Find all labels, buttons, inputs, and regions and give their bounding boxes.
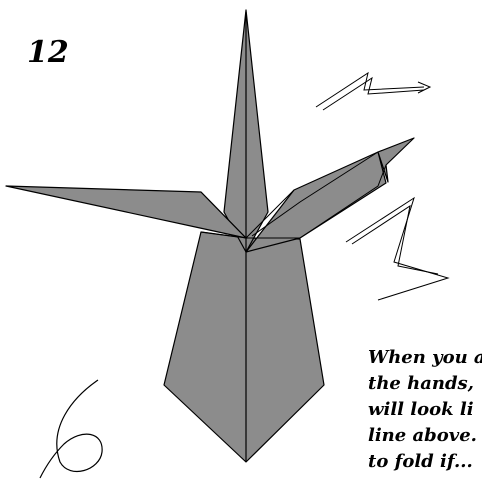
zigzag-lower-second xyxy=(352,206,438,274)
zigzag-lower xyxy=(346,198,448,300)
caption-line: line above. xyxy=(368,423,482,449)
instruction-caption: When you a the hands, will look li line … xyxy=(368,345,482,475)
rotation-loop-mark xyxy=(40,380,102,478)
caption-line: to fold if... xyxy=(368,449,482,475)
zigzag-arrow-top xyxy=(316,73,424,107)
caption-line: the hands, xyxy=(368,371,482,397)
caption-line: When you a xyxy=(368,345,482,371)
left-wing-shape xyxy=(6,186,246,238)
zigzag-arrow-top-return xyxy=(323,78,424,110)
caption-line: will look li xyxy=(368,397,482,423)
body-lower-shape xyxy=(164,232,324,462)
